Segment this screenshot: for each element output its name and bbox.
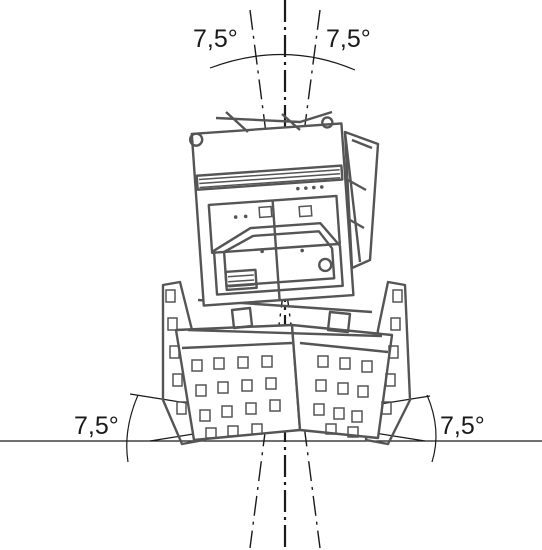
left-angle-arc (126, 394, 139, 463)
side-cover (343, 130, 380, 270)
lift-eye-left (188, 132, 204, 147)
chassis-bracket-left (230, 306, 254, 330)
chassis-bracket-right (326, 310, 352, 334)
side-cover-diagonal (343, 131, 362, 263)
housing-center-rib (271, 200, 281, 301)
right-angle-arc (426, 394, 437, 463)
lift-eye-right (321, 116, 334, 129)
tracked-machine (161, 110, 412, 446)
top-angle-arc (209, 53, 356, 71)
angle-label-bottom-right: 7,5° (440, 412, 485, 440)
lower-body-seam-right (299, 341, 389, 354)
right-track (364, 280, 412, 446)
frame-arch (212, 221, 344, 296)
lower-body-seam-left (181, 341, 293, 350)
angle-label-bottom-left: 7,5° (74, 412, 119, 440)
upper-housing (188, 116, 355, 307)
angle-label-top-right: 7,5° (326, 25, 371, 53)
track-cleats (165, 289, 403, 439)
angle-label-top-left: 7,5° (193, 25, 238, 53)
lower-body-right (290, 323, 394, 440)
hub-circle (318, 257, 333, 273)
radiator-band (195, 164, 344, 191)
lower-body-left (174, 323, 302, 442)
control-block (224, 268, 258, 292)
chassis-lower-edge (187, 328, 383, 338)
top-rail (215, 110, 333, 133)
